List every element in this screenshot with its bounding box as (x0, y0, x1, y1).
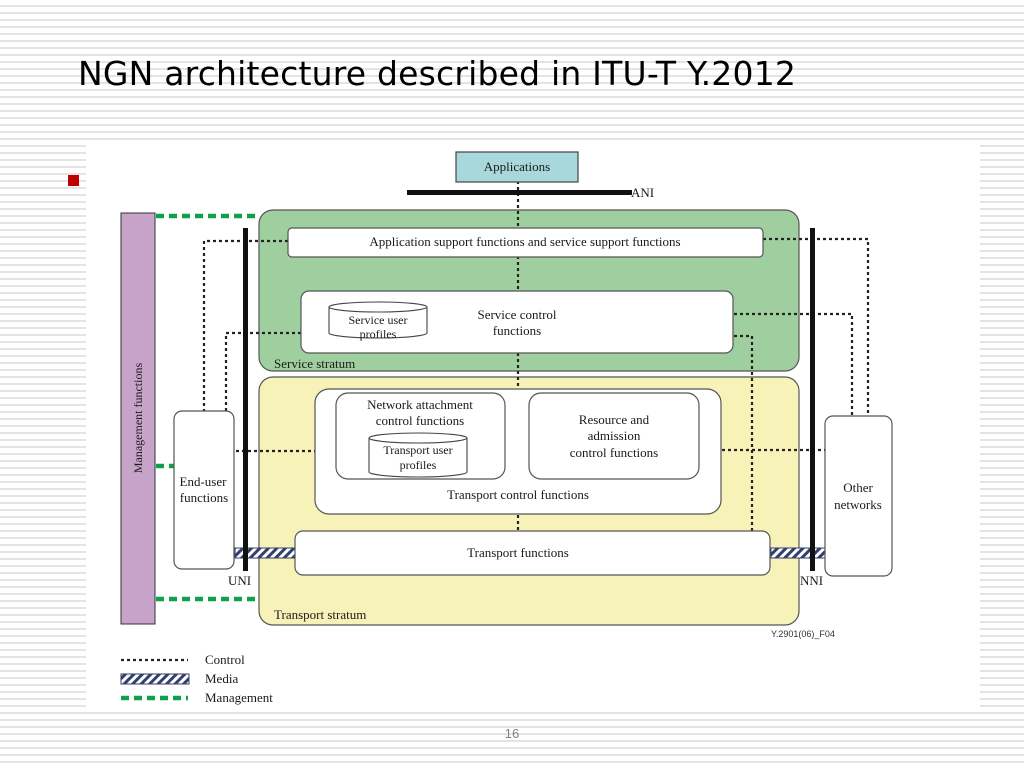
applications-box (455, 151, 579, 183)
transport-user-profiles-line1: Transport user (383, 443, 452, 457)
legend-media-label: Media (205, 671, 238, 686)
transport-control-label: Transport control functions (447, 487, 589, 502)
management-functions-label: Management functions (131, 363, 145, 474)
nni-bar (810, 228, 815, 571)
end-user-line2: functions (180, 490, 228, 505)
management-links (156, 213, 259, 602)
bullet-marker (68, 175, 79, 186)
other-networks-line1: Other (843, 480, 873, 495)
applications-label: Applications (484, 159, 550, 174)
control-links (202, 181, 870, 535)
service-stratum-label: Service stratum (274, 356, 355, 371)
ngn-architecture-diagram: Management functions ANI UNI NNI Applica… (120, 151, 893, 705)
uni-label: UNI (228, 573, 251, 588)
other-networks-line2: networks (834, 497, 882, 512)
architecture-figure: Management functions ANI UNI NNI Applica… (86, 143, 980, 708)
transport-user-profiles-db (368, 432, 468, 478)
network-attachment-line2: control functions (376, 413, 464, 428)
media-link-nni (770, 547, 832, 559)
resource-admission-box (528, 392, 700, 480)
service-user-profiles-line1: Service user (349, 313, 408, 327)
legend-media-swatch (120, 673, 190, 685)
transport-functions-label: Transport functions (467, 545, 569, 560)
app-support-label: Application support functions and servic… (369, 234, 680, 249)
nni-label: NNI (800, 573, 823, 588)
resource-admission-line2: admission (588, 428, 641, 443)
end-user-functions-box (173, 410, 235, 570)
service-user-profiles-line2: profiles (360, 327, 397, 341)
other-networks-box (824, 415, 893, 577)
slide-title: NGN architecture described in ITU-T Y.20… (78, 54, 797, 93)
transport-stratum-label: Transport stratum (274, 607, 366, 622)
transport-functions-box (294, 530, 771, 576)
resource-admission-line1: Resource and (579, 412, 650, 427)
figure-reference: Y.2901(06)_F04 (771, 629, 835, 639)
service-control-line2: functions (493, 323, 541, 338)
ani-label: ANI (631, 185, 654, 200)
ani-bar (407, 190, 632, 195)
legend: Control Media Management (120, 652, 273, 705)
service-user-profiles-db (328, 301, 428, 339)
service-control-line1: Service control (477, 307, 556, 322)
resource-admission-line3: control functions (570, 445, 658, 460)
app-support-box (287, 227, 764, 258)
network-attachment-line1: Network attachment (367, 397, 473, 412)
legend-control-label: Control (205, 652, 245, 667)
end-user-line1: End-user (180, 474, 228, 489)
page-number: 16 (504, 726, 520, 741)
management-functions-bar (120, 212, 156, 625)
uni-bar (243, 228, 248, 571)
legend-management-label: Management (205, 690, 273, 705)
transport-user-profiles-line2: profiles (400, 458, 437, 472)
